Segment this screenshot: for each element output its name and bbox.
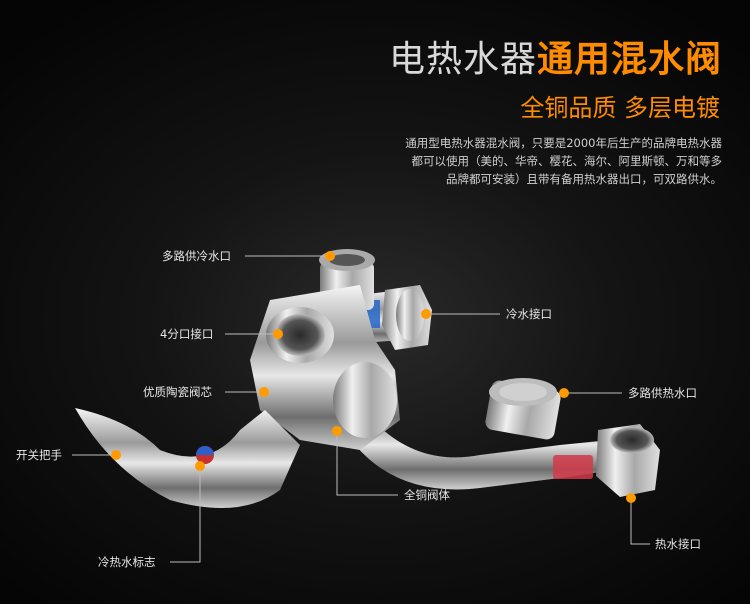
cold-mark-dot (196, 446, 214, 455)
product-description: 通用型电热水器混水阀，只要是2000年后生产的品牌电热水器 都可以使用（美的、华… (362, 134, 722, 188)
quarter-inch-port (266, 307, 334, 363)
hot-inlet-nut (596, 424, 660, 497)
title-part1: 电热水器 (388, 39, 537, 80)
hot-pipe (335, 390, 615, 490)
label-hot-outlet-multi: 多路供热水口 (628, 386, 697, 400)
description-line: 品牌都可安装）且带有备用热水器出口，可双路供水。 (446, 172, 722, 186)
label-hot-inlet: 热水接口 (655, 537, 701, 551)
label-ceramic-core: 优质陶瓷阀芯 (143, 385, 212, 399)
label-handle: 开关把手 (16, 448, 62, 462)
label-brass-body: 全铜阀体 (404, 488, 450, 502)
banner-title: 电热水器通用混水阀 (389, 30, 722, 82)
label-temp-mark: 冷热水标志 (98, 555, 156, 569)
callout-dots (111, 251, 636, 503)
banner-subtitle: 全铜品质 多层电镀 (520, 94, 720, 122)
hot-outlet-nut (485, 378, 561, 440)
label-quarter-inch: 4分口接口 (160, 327, 214, 341)
description-line: 通用型电热水器混水阀，只要是2000年后生产的品牌电热水器 (405, 136, 722, 150)
cold-inlet-nut (382, 285, 432, 350)
label-cold-outlet-multi: 多路供冷水口 (162, 249, 231, 263)
label-cold-inlet: 冷水接口 (506, 307, 552, 321)
title-part2: 通用混水阀 (536, 39, 722, 80)
ceramic-core-housing (333, 362, 397, 438)
callout-lines (72, 255, 650, 563)
handle-shape (75, 408, 300, 508)
red-sticker (553, 455, 593, 479)
description-line: 都可以使用（美的、华帝、樱花、海尔、阿里斯顿、万和等多 (411, 154, 723, 168)
